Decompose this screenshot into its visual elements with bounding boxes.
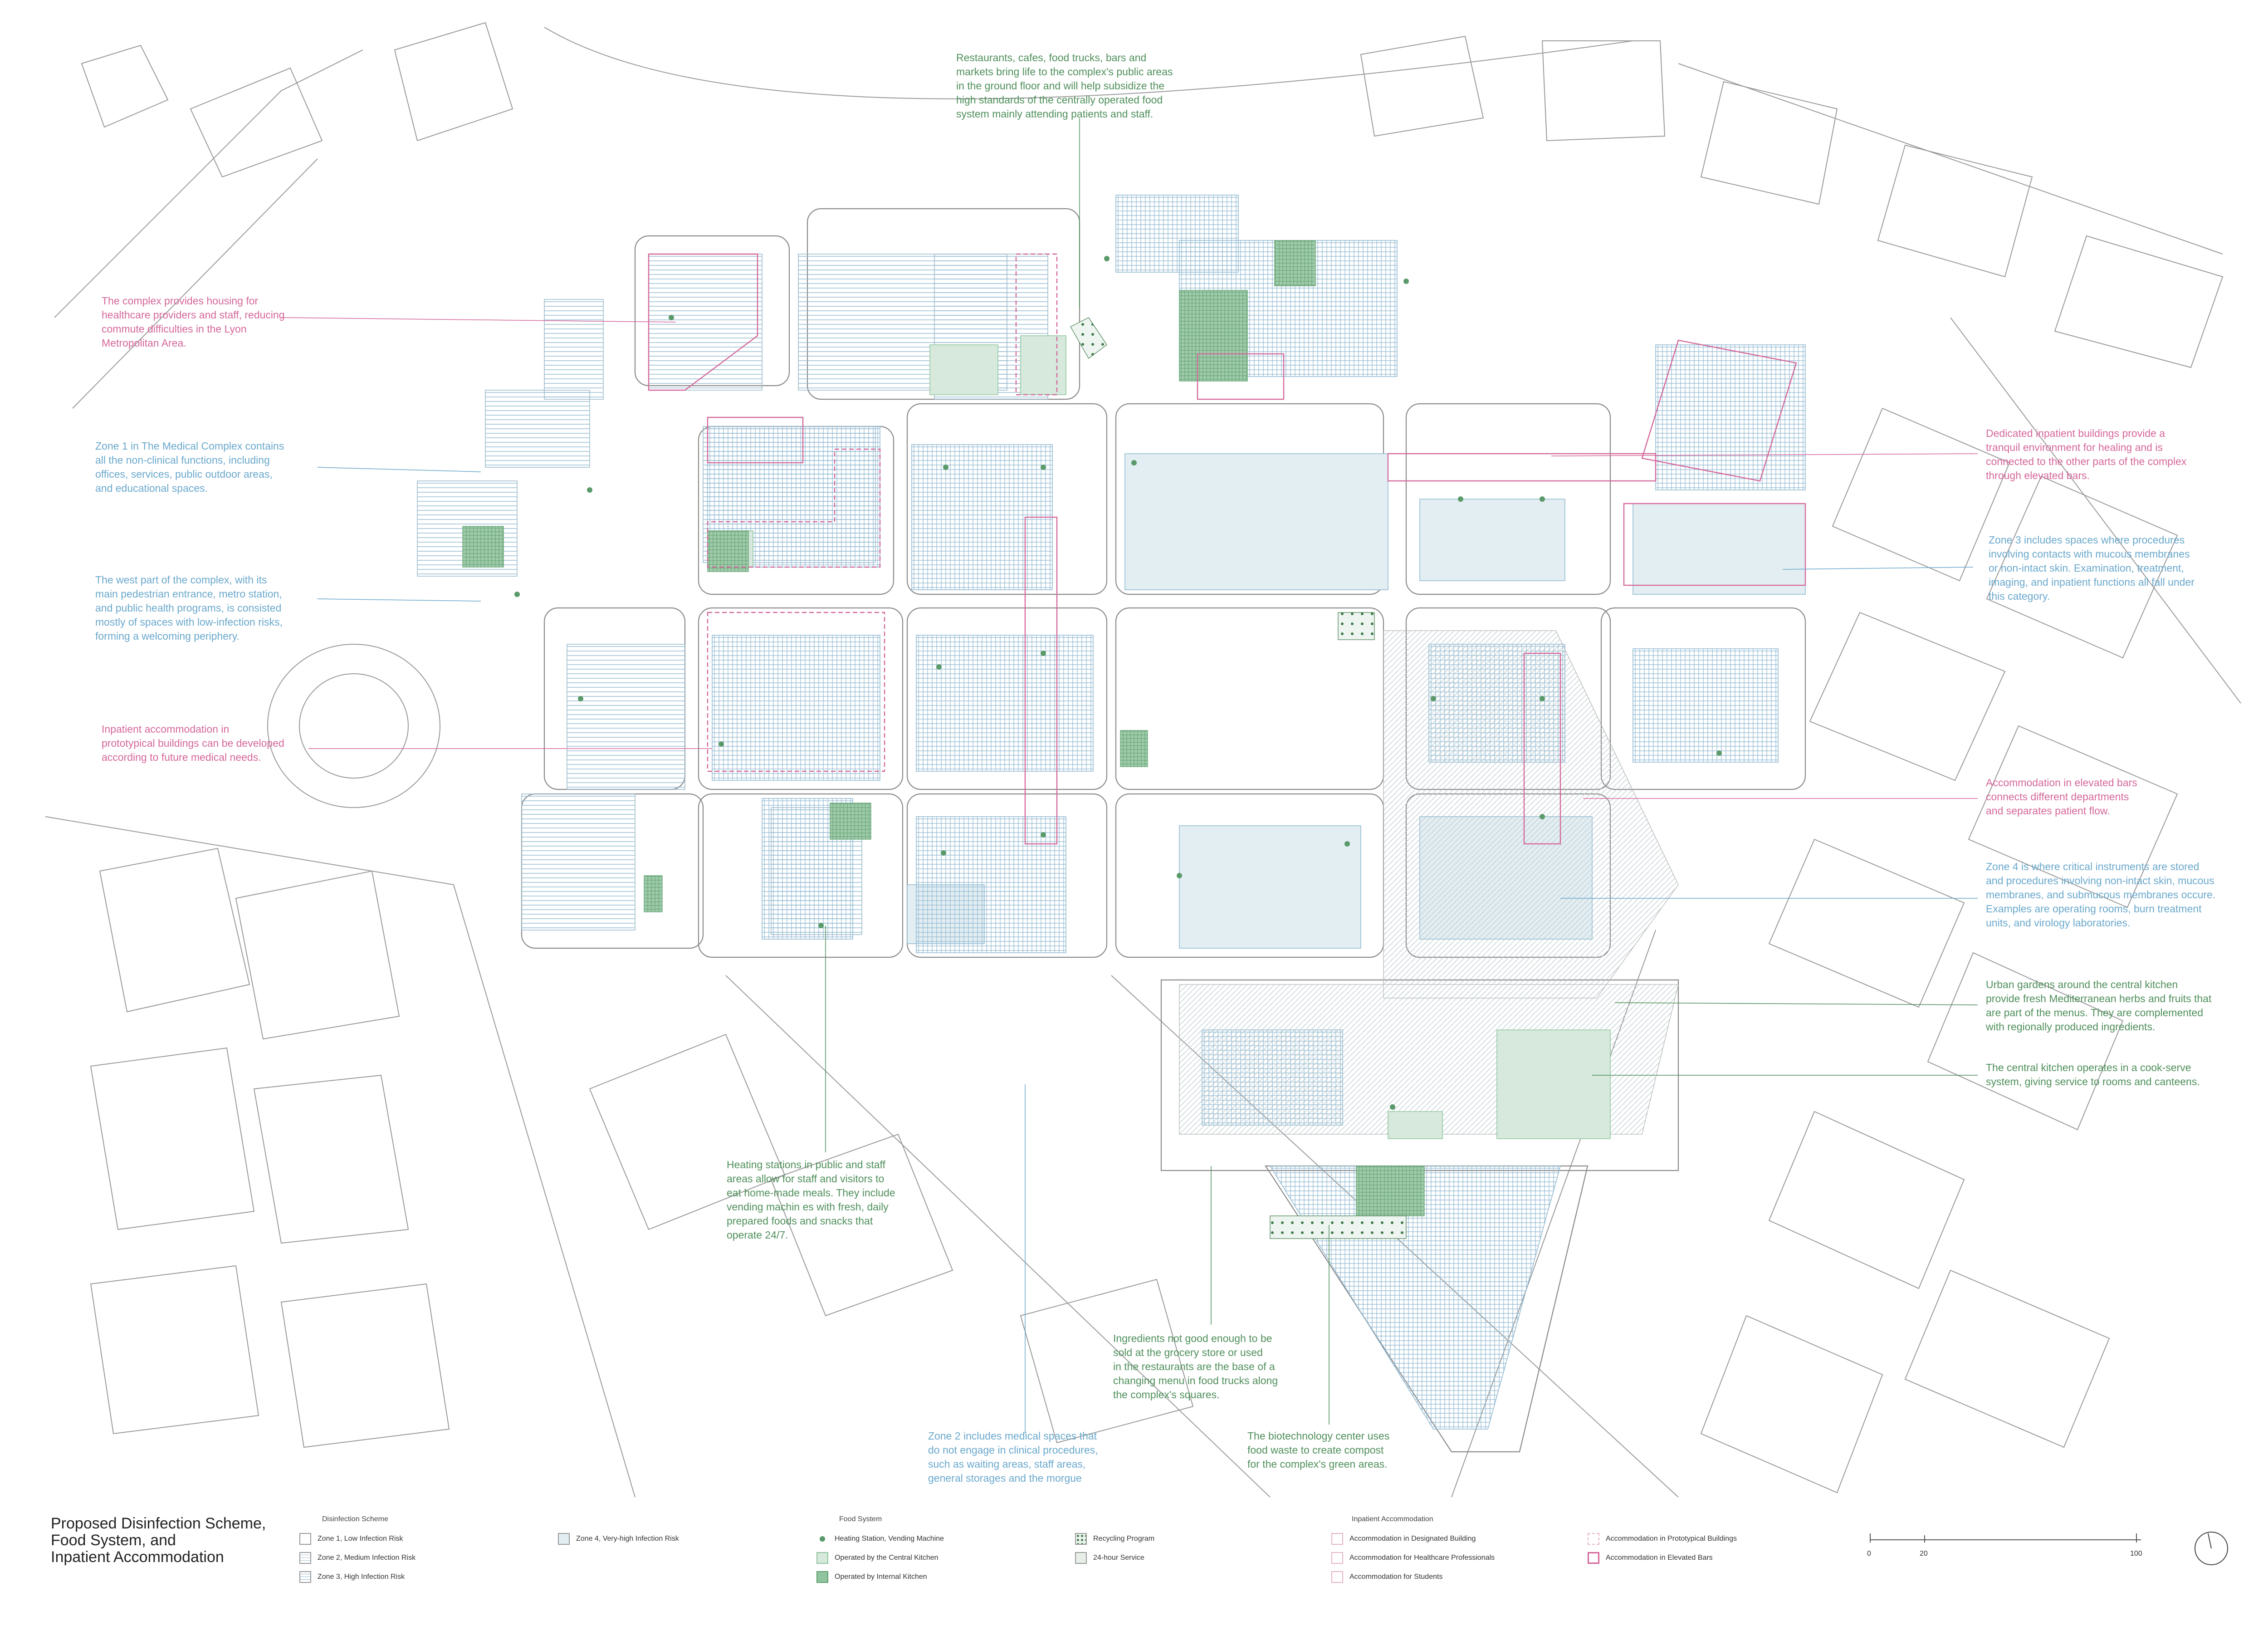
legend-label: Accommodation in Designated Building [1349,1535,1476,1543]
swatch-central-kitchen [816,1552,828,1564]
legend-label: Zone 2, Medium Infection Risk [318,1554,416,1562]
recycling-areas [1070,317,1407,1239]
legend-24-hour: 24-hour Service [1075,1552,1144,1564]
legend-zone-2: Zone 2, Medium Infection Risk [299,1552,415,1564]
swatch-elevated-bars [1588,1552,1599,1564]
annotation-ingredients: Ingredients not good enough to be sold a… [1113,1332,1278,1401]
legend-recycling: Recycling Program [1075,1533,1154,1545]
accommodation-outlines [648,253,1806,845]
legend-internal-kitchen: Operated by Internal Kitchen [816,1571,927,1583]
heating-station-icon [816,1533,828,1545]
swatch-prototypical-buildings [1588,1533,1599,1545]
scale-label-20: 20 [1920,1550,1928,1558]
annotation-zone-2: Zone 2 includes medical spaces that do n… [928,1430,1098,1484]
legend-label: Accommodation for Healthcare Professiona… [1349,1554,1495,1562]
annotation-elevated-bars: Accommodation in elevated bars connects … [1986,777,2137,817]
annotation-zone-3: Zone 3 includes spaces where procedures … [1989,534,2195,602]
legend-heading-inpatient: Inpatient Accommodation [1352,1515,1433,1523]
legend-label: Accommodation for Students [1349,1573,1443,1581]
legend-central-kitchen: Operated by the Central Kitchen [816,1552,938,1564]
legend-label: Heating Station, Vending Machine [835,1535,944,1543]
annotation-central-kitchen: The central kitchen operates in a cook-s… [1986,1062,2200,1087]
annotation-dedicated-inpatient: Dedicated inpatient buildings provide a … [1986,427,2187,481]
legend-label: Zone 4, Very-high Infection Risk [576,1535,679,1543]
scale-label-100: 100 [2130,1550,2142,1558]
legend-designated-building: Accommodation in Designated Building [1331,1533,1476,1545]
legend-healthcare-professionals: Accommodation for Healthcare Professiona… [1331,1552,1495,1564]
north-arrow-icon [2195,1532,2228,1565]
swatch-internal-kitchen [816,1571,828,1583]
annotation-west-part: The west part of the complex, with its m… [95,574,283,642]
annotation-zone-4: Zone 4 is where critical instruments are… [1986,861,2216,929]
annotation-urban-gardens: Urban gardens around the central kitchen… [1986,979,2212,1033]
page-title: Proposed Disinfection Scheme, Food Syste… [51,1515,266,1566]
legend-elevated-bars: Accommodation in Elevated Bars [1588,1552,1713,1564]
swatch-zone-1 [299,1533,311,1545]
annotation-restaurants: Restaurants, cafes, food trucks, bars an… [956,52,1173,120]
central-kitchen-areas [707,335,1611,1139]
swatch-students [1331,1571,1343,1583]
swatch-zone-4 [558,1533,570,1545]
swatch-recycling [1075,1533,1087,1545]
legend-label: Operated by the Central Kitchen [835,1554,938,1562]
heating-station-markers [514,256,1722,1110]
city-context [45,22,2241,1498]
legend-label: Accommodation in Prototypical Buildings [1606,1535,1737,1543]
legend-label: 24-hour Service [1093,1554,1144,1562]
legend-label: Recycling Program [1093,1535,1155,1543]
legend-label: Accommodation in Elevated Bars [1606,1554,1713,1562]
leader-lines [281,118,1978,1434]
legend-students: Accommodation for Students [1331,1571,1442,1583]
annotation-biotech: The biotechnology center uses food waste… [1247,1430,1390,1470]
legend-heading-disinfection: Disinfection Scheme [322,1515,388,1523]
scale-bar [1870,1533,2141,1543]
legend-heating-station: Heating Station, Vending Machine [816,1533,944,1545]
legend-zone-4: Zone 4, Very-high Infection Risk [558,1533,679,1545]
internal-kitchen-areas [462,240,1425,1216]
swatch-24-hour [1075,1552,1087,1564]
swatch-designated-building [1331,1533,1343,1545]
legend-zone-1: Zone 1, Low Infection Risk [299,1533,403,1545]
legend-heading-food: Food System [839,1515,882,1523]
annotation-zone-1: Zone 1 in The Medical Complex contains a… [95,440,284,494]
swatch-healthcare-professionals [1331,1552,1343,1564]
scale-label-0: 0 [1867,1550,1871,1558]
annotation-heating-stations: Heating stations in public and staff are… [727,1159,895,1241]
swatch-zone-2 [299,1552,311,1564]
annotation-housing: The complex provides housing for healthc… [102,295,285,349]
legend-zone-3: Zone 3, High Infection Risk [299,1571,405,1583]
swatch-zone-3 [299,1571,311,1583]
legend-label: Zone 1, Low Infection Risk [318,1535,403,1543]
legend-label: Operated by Internal Kitchen [835,1573,927,1581]
legend-label: Zone 3, High Infection Risk [318,1573,405,1581]
annotation-prototypical: Inpatient accommodation in prototypical … [102,723,284,763]
legend-prototypical-buildings: Accommodation in Prototypical Buildings [1588,1533,1737,1545]
